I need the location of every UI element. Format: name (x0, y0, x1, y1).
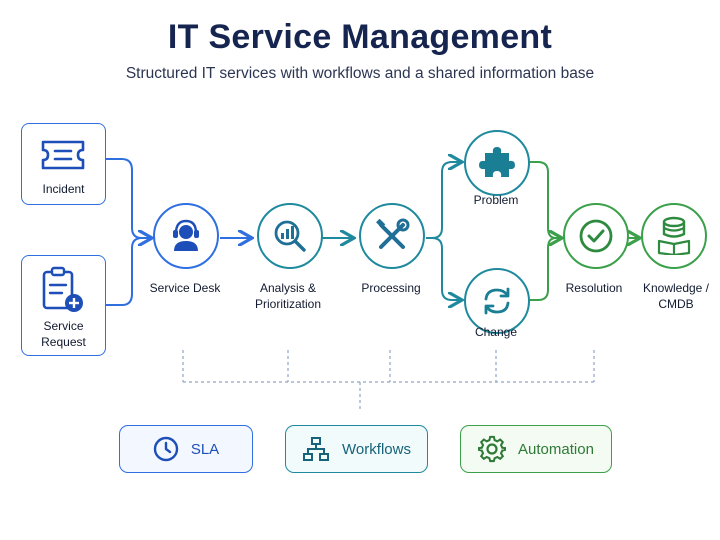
processing-label: Processing (361, 281, 421, 295)
analysis-label: Analysis & Prioritization (254, 281, 322, 311)
magnifier-chart-icon (274, 220, 306, 252)
change-resolution-arrow (528, 237, 557, 301)
incident-connector (105, 158, 150, 238)
problem-resolution-arrow (528, 161, 560, 238)
page-title: IT Service Management (167, 18, 553, 56)
foundation-dashed-lines (182, 350, 595, 412)
incident-card[interactable]: Incident (21, 123, 106, 205)
workflows-label: Workflows (342, 440, 411, 458)
automation-label: Automation (518, 440, 594, 458)
tools-icon (376, 218, 410, 249)
check-circle-icon (579, 219, 613, 253)
sla-pill[interactable]: SLA (119, 425, 253, 473)
page-subtitle: Structured IT services with workflows an… (125, 65, 595, 82)
sla-label: SLA (190, 440, 220, 458)
resolution-node[interactable] (563, 203, 629, 269)
automation-pill[interactable]: Automation (460, 425, 612, 473)
problem-label: Problem (473, 193, 519, 207)
clipboard-add-icon (42, 266, 83, 312)
workflows-pill[interactable]: Workflows (285, 425, 428, 473)
refresh-icon (484, 287, 510, 315)
analysis-node[interactable] (257, 203, 323, 269)
gear-icon (478, 435, 507, 463)
change-label: Change (474, 325, 518, 339)
knowledge-node[interactable] (641, 203, 707, 269)
service-request-card[interactable]: Service Request (21, 255, 106, 356)
knowledge-label: Knowledge / CMDB (642, 281, 710, 311)
hierarchy-icon (303, 437, 330, 461)
service-desk-label: Service Desk (149, 281, 221, 295)
resolution-label: Resolution (565, 281, 623, 295)
ticket-icon (41, 140, 85, 170)
request-connector (105, 237, 143, 306)
processing-node[interactable] (359, 203, 425, 269)
service-desk-node[interactable] (153, 203, 219, 269)
change-node[interactable] (464, 268, 530, 334)
puzzle-icon (479, 147, 515, 177)
service-request-label: Service Request (41, 319, 86, 349)
database-book-icon (657, 216, 691, 255)
incident-label: Incident (42, 182, 85, 196)
headset-icon (173, 219, 199, 251)
clock-icon (153, 436, 179, 462)
processing-change-arrow (431, 237, 460, 300)
processing-problem-arrow (426, 162, 460, 239)
problem-node[interactable] (464, 130, 530, 196)
